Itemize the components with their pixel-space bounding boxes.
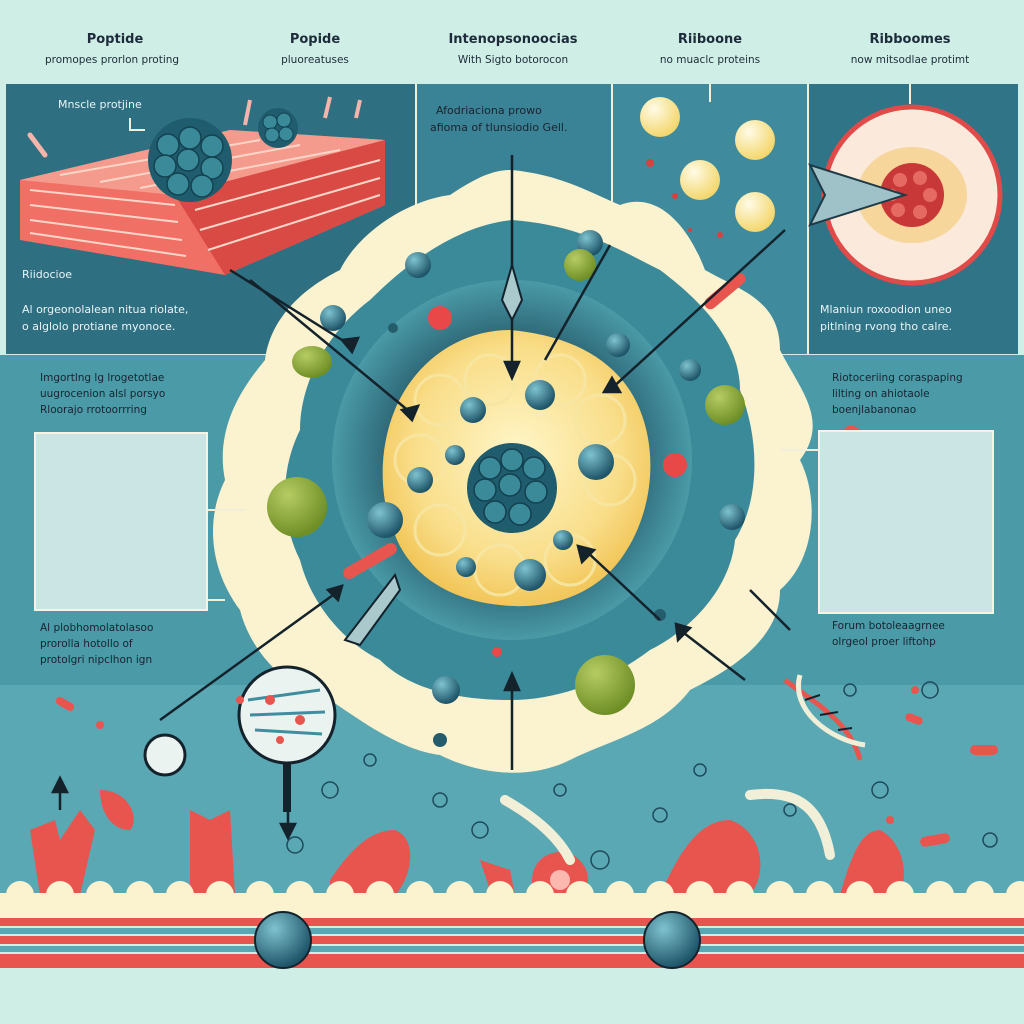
header-title-1: Poptide [86,32,144,47]
pathway-arrows [50,155,791,841]
left-bottom-callout-line-3: protolgri nipclhon ign [40,654,153,666]
header-subtitle-3: With Sigto botorocon [457,54,569,66]
ribosome-particles [640,97,775,238]
organelles [267,230,746,747]
ribodocie-label: Riidocioe [22,268,73,281]
floating-particles [286,681,998,870]
header-title-3: Intenopsonoocias [448,32,578,47]
ribosome-magnified [808,104,1003,286]
left-illustration-box [34,432,208,611]
header-subtitle-4: no muaclc proteins [659,54,761,66]
left-top-callout-line-2: uugrocenion alsl porsyo [40,388,166,400]
right-top-callout-line-3: boenjlabanonao [832,404,917,416]
left-top-callout-line-3: Rloorajo rrotoorrring [40,404,147,416]
right-bottom-callout-line-2: olrgeol proer liftohp [832,636,936,648]
left-top-callout-line-1: Imgortlng lg lrogetotlae [40,372,165,384]
right-top-callout-line-2: lilting on ahiotaole [832,388,930,400]
muscle-protein-label: Mnscle protjine [58,98,142,111]
header-title-5: Ribboomes [869,32,951,47]
center-panel-desc-line-1: Afodriaciona prowo [436,104,542,117]
protein-figures [30,790,904,920]
right-top-callout-line-1: Riotoceriing coraspaping [832,372,963,384]
dna-helix [783,674,866,761]
header-title-2: Popide [289,32,341,47]
magnifier [143,665,337,812]
left-panel-desc-line-2: o alglolo protiane myonoce. [22,320,176,333]
left-panel-desc-line-1: Al orgeonolalean nitua riolate, [22,303,189,316]
center-panel-desc-line-2: afioma of tlunsiodio Gell. [430,121,568,134]
protein-cluster [148,108,298,202]
header-subtitle-2: pluoreatuses [281,54,349,66]
header-subtitle-1: promopes prorlon proting [44,54,180,66]
bottom-membrane [0,881,1024,1024]
header-subtitle-5: now mitsodlae protimt [850,54,970,66]
left-bottom-callout-line-2: prorolla hotollo of [40,638,133,650]
right-panel-desc-line-2: pitlning rvong tho calre. [820,320,952,333]
header-title-4: Riiboone [677,32,743,47]
right-illustration-box [818,430,994,614]
right-bottom-callout-line-1: Forum botoleaagrnee [832,620,945,632]
right-panel-desc-line-1: Mlaniun roxoodion uneo [820,303,952,316]
left-bottom-callout-line-1: Al plobhomolatolasoo [40,622,154,634]
